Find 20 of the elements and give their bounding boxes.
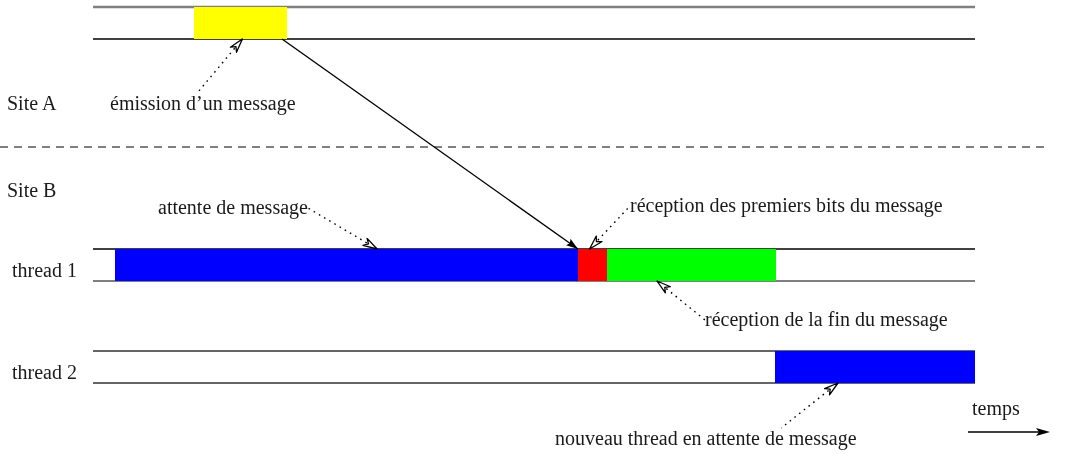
- reception-start-bar: [578, 249, 607, 281]
- message-arrow: [281, 38, 579, 250]
- thread-label: thread 2: [12, 362, 77, 382]
- leader-line: [196, 38, 244, 94]
- leader-line: [656, 280, 706, 321]
- leader-line: [588, 205, 631, 250]
- callout-text: émission d’un message: [110, 93, 296, 113]
- waiting-bar: [775, 351, 975, 383]
- callout-text: attente de message: [158, 197, 308, 217]
- thread-label: thread 1: [12, 260, 77, 280]
- leader-line: [307, 207, 378, 250]
- axis-label: temps: [972, 398, 1020, 418]
- emission-bar: [194, 7, 287, 39]
- callout-text: nouveau thread en attente de message: [555, 428, 857, 448]
- callout-text: réception de la fin du message: [705, 309, 948, 329]
- waiting-bar: [115, 249, 578, 281]
- site-label: Site A: [7, 93, 57, 113]
- callout-text: réception des premiers bits du message: [630, 195, 943, 215]
- site-label: Site B: [7, 180, 57, 200]
- reception-end-bar: [607, 249, 776, 281]
